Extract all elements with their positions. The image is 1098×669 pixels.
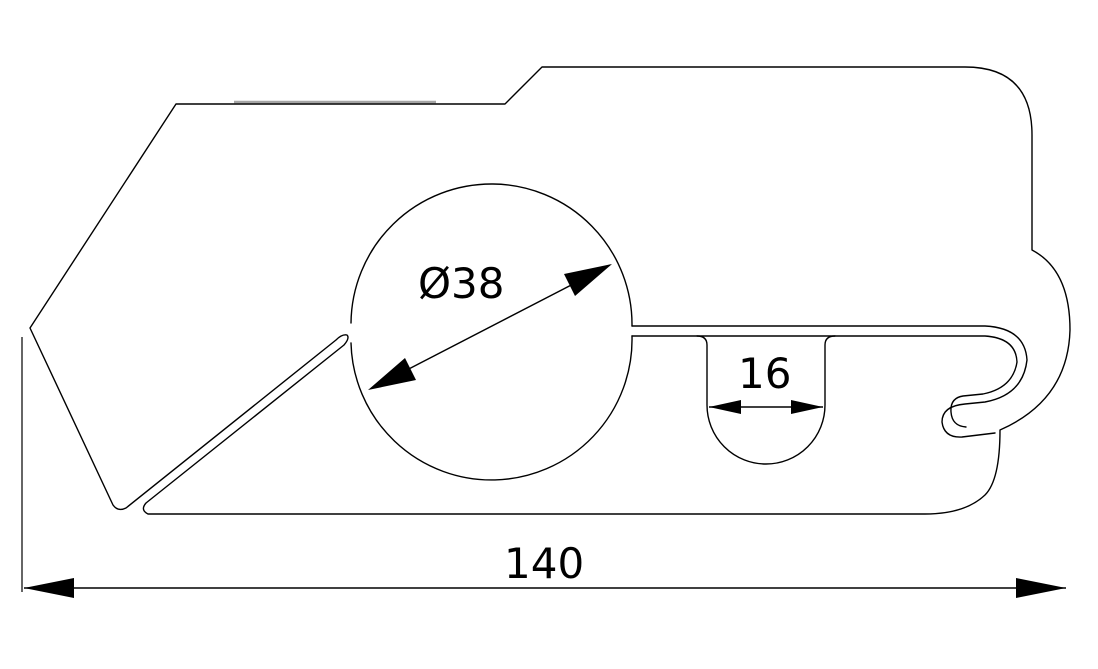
diameter-arrow-top xyxy=(564,264,612,296)
diameter-label: Ø38 xyxy=(418,259,505,308)
diameter-arrow-bottom xyxy=(368,358,416,390)
overall-width-label: 140 xyxy=(504,539,584,588)
overall-arrow-right xyxy=(1016,578,1066,598)
slot-arrow-left xyxy=(709,400,741,414)
hook-lip xyxy=(631,325,1028,438)
slot-arrow-right xyxy=(791,400,823,414)
circle-channel xyxy=(350,183,633,481)
profile-outline xyxy=(29,66,1071,515)
slot-width-label: 16 xyxy=(738,349,791,398)
u-slot xyxy=(696,335,836,465)
overall-arrow-left xyxy=(24,578,74,598)
hook-lip-inner xyxy=(631,335,1018,428)
